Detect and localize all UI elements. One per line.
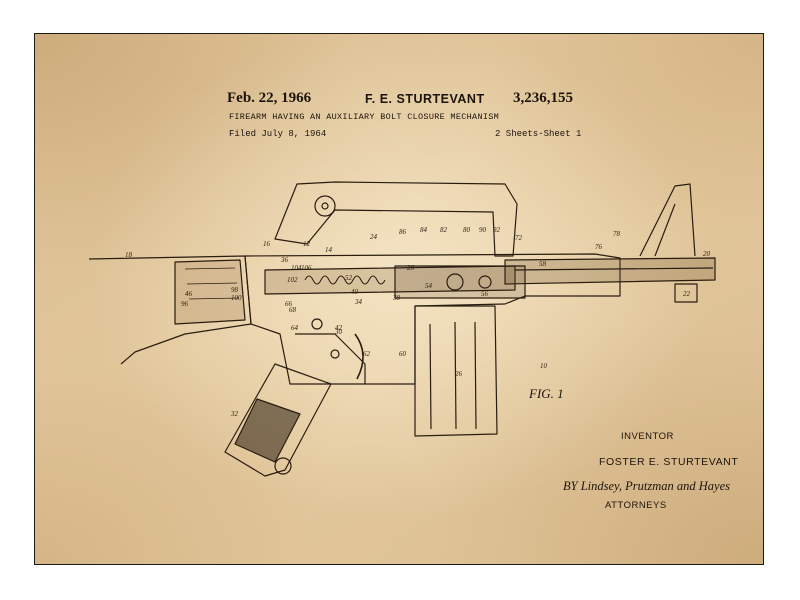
ref-24: 24: [370, 233, 378, 241]
ref-54: 54: [425, 282, 433, 290]
pistol-grip: [224, 363, 332, 477]
buffer-spring: [304, 275, 386, 285]
patent-date: Feb. 22, 1966: [227, 90, 312, 106]
patent-title: FIREARM HAVING AN AUXILIARY BOLT CLOSURE…: [229, 112, 500, 122]
barrel: [504, 257, 716, 285]
ref-14: 14: [325, 246, 333, 254]
patent-print: Feb. 22, 1966 F. E. STURTEVANT 3,236,155…: [34, 33, 764, 565]
ref-84: 84: [420, 226, 428, 234]
reference-numerals: 18 16 14 12 24 86 84 82 80 90 92 72 78 7…: [125, 226, 711, 418]
ref-100: 100: [231, 294, 242, 302]
rifle-drawing: 18 16 14 12 24 86 84 82 80 90 92 72 78 7…: [88, 181, 716, 477]
patent-number: 3,236,155: [513, 90, 573, 106]
ref-52: 52: [345, 274, 353, 282]
ref-12: 12: [303, 240, 311, 248]
ref-92: 92: [493, 226, 501, 234]
ref-26: 26: [455, 370, 463, 378]
ref-10: 10: [540, 362, 548, 370]
filed-date: Filed July 8, 1964: [229, 129, 327, 139]
ref-104: 104: [291, 264, 302, 272]
ref-96: 96: [181, 300, 189, 308]
ref-18: 18: [125, 251, 133, 259]
inventor-header: F. E. STURTEVANT: [365, 92, 485, 106]
ref-58: 58: [539, 260, 547, 268]
ref-80: 80: [463, 226, 471, 234]
ref-76: 76: [595, 243, 603, 251]
ref-22: 22: [683, 290, 691, 298]
ref-56: 56: [481, 290, 489, 298]
attorneys-signature: BY Lindsey, Prutzman and Hayes: [563, 479, 731, 493]
ref-20: 20: [703, 250, 711, 258]
ref-16: 16: [263, 240, 271, 248]
ref-30: 30: [334, 328, 343, 336]
ref-66: 66: [285, 300, 293, 308]
trigger-guard: [295, 333, 366, 384]
inventor-label: INVENTOR: [621, 431, 674, 442]
sheet-count: 2 Sheets-Sheet 1: [495, 129, 582, 139]
ref-42: 42: [335, 324, 343, 332]
ref-64: 64: [291, 324, 299, 332]
ref-60: 60: [399, 350, 407, 358]
stock-outline: [88, 255, 252, 365]
front-sight: [639, 183, 696, 257]
ref-34: 34: [354, 298, 363, 306]
ref-98: 98: [231, 286, 239, 294]
ref-40: 40: [351, 288, 359, 296]
trigger: [354, 333, 364, 380]
ref-28: 28: [407, 264, 415, 272]
attorneys-label: ATTORNEYS: [605, 500, 667, 511]
ref-36: 36: [280, 256, 289, 264]
figure-label: FIG. 1: [529, 386, 564, 401]
ref-90: 90: [479, 226, 487, 234]
ref-38: 38: [392, 294, 401, 302]
ref-62: 62: [363, 350, 371, 358]
ref-32: 32: [230, 410, 239, 418]
receiver-outline: [244, 253, 621, 385]
ref-72: 72: [515, 234, 523, 242]
ref-82: 82: [440, 226, 448, 234]
ref-68: 68: [289, 306, 297, 314]
ref-106: 106: [301, 264, 312, 272]
carry-handle: [274, 181, 518, 257]
inventor-name: FOSTER E. STURTEVANT: [599, 456, 739, 468]
ref-102: 102: [287, 276, 298, 284]
magazine: [414, 305, 498, 437]
ref-86: 86: [399, 228, 407, 236]
ref-46: 46: [185, 290, 193, 298]
ref-78: 78: [613, 230, 621, 238]
